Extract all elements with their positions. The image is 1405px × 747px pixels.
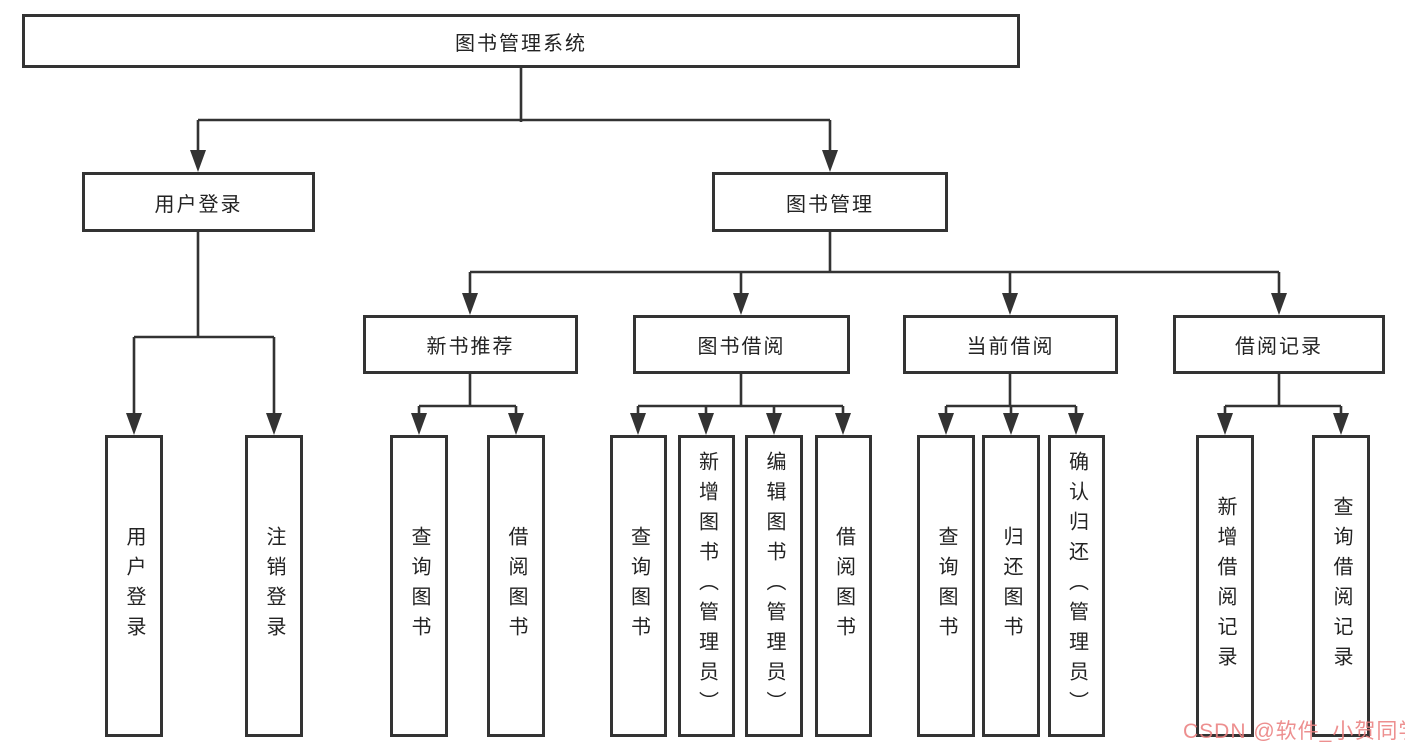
csdn-watermark: CSDN @软件_小贺同学 — [1183, 720, 1405, 743]
node-book-management: 图书管理 — [712, 172, 948, 232]
leaf-query-book-current: 查询图书 — [917, 435, 975, 737]
node-borrowing-records: 借阅记录 — [1173, 315, 1385, 374]
leaf-borrow-book-borrowing: 借阅图书 — [815, 435, 872, 737]
node-new-book-recommend: 新书推荐 — [363, 315, 578, 374]
node-book-borrowing: 图书借阅 — [633, 315, 850, 374]
leaf-query-book-recommend: 查询图书 — [390, 435, 448, 737]
leaf-add-borrow-record: 新增借阅记录 — [1196, 435, 1254, 737]
leaf-query-borrow-record: 查询借阅记录 — [1312, 435, 1370, 737]
leaf-edit-book-admin: 编辑图书（管理员） — [745, 435, 803, 737]
node-current-borrowing: 当前借阅 — [903, 315, 1118, 374]
leaf-borrow-book-recommend: 借阅图书 — [487, 435, 545, 737]
leaf-add-book-admin: 新增图书（管理员） — [678, 435, 735, 737]
leaf-confirm-return-admin: 确认归还（管理员） — [1048, 435, 1105, 737]
node-user-login: 用户登录 — [82, 172, 315, 232]
leaf-return-book: 归还图书 — [982, 435, 1040, 737]
leaf-user-login: 用户登录 — [105, 435, 163, 737]
leaf-query-book-borrowing: 查询图书 — [610, 435, 667, 737]
node-library-management-system: 图书管理系统 — [22, 14, 1020, 68]
leaf-logout: 注销登录 — [245, 435, 303, 737]
